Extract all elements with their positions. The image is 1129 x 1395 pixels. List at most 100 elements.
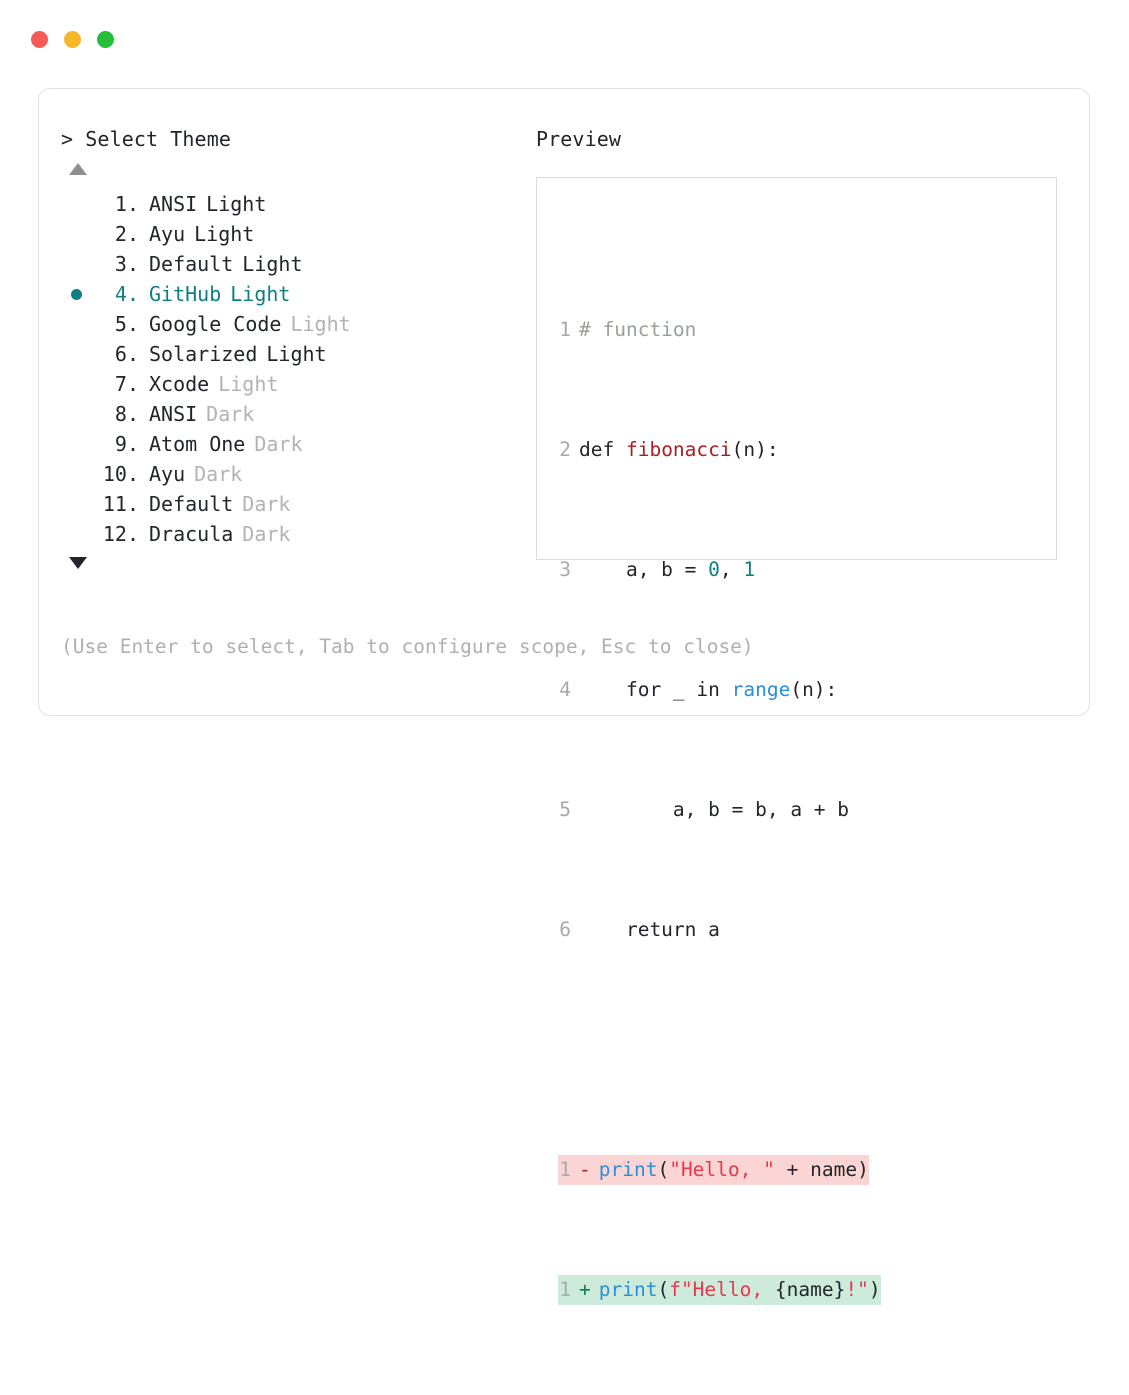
theme-item-name: ANSI	[149, 402, 198, 426]
selected-bullet-icon	[70, 288, 82, 300]
theme-list-item[interactable]: 7. Xcode Light	[61, 369, 531, 399]
code-number: 1	[743, 558, 756, 581]
preview-panel-header: Preview	[536, 125, 1066, 153]
theme-item-variant: Dark	[206, 402, 255, 426]
code-string: !"	[845, 1278, 869, 1301]
theme-item-variant: Light	[242, 252, 303, 276]
theme-item-index: 8.	[114, 402, 139, 426]
close-window-button[interactable]	[31, 31, 48, 48]
line-number: 1	[559, 1278, 571, 1301]
code-function-call: print	[598, 1278, 658, 1301]
theme-item-name: Xcode	[149, 372, 210, 396]
theme-item-name: ANSI	[149, 192, 198, 216]
theme-list-item[interactable]: 8. ANSI Dark	[61, 399, 531, 429]
code-line-6: 6 return a	[558, 915, 881, 945]
code-function-call: print	[598, 1158, 658, 1181]
code-text: (	[657, 1278, 670, 1301]
diff-plus-sign: +	[579, 1278, 591, 1301]
theme-item-index: 3.	[114, 252, 139, 276]
theme-item-name: Solarized	[149, 342, 258, 366]
code-string: f"Hello,	[669, 1278, 775, 1301]
code-string: "Hello, "	[669, 1158, 775, 1181]
line-number: 4	[559, 678, 571, 701]
theme-item-variant: Light	[266, 342, 327, 366]
theme-item-index: 4.	[114, 282, 139, 306]
theme-list-item[interactable]: 12. Dracula Dark	[61, 519, 531, 549]
diff-minus-sign: -	[579, 1158, 591, 1181]
code-text: return a	[579, 918, 720, 941]
code-text: for _ in	[579, 678, 732, 701]
code-text: (	[657, 1158, 670, 1181]
theme-item-index: 9.	[114, 432, 139, 456]
triangle-down-icon[interactable]	[69, 557, 87, 569]
theme-item-name: Default	[149, 492, 234, 516]
code-blank-line	[558, 1035, 881, 1065]
theme-item-name: Atom One	[149, 432, 246, 456]
theme-list-item[interactable]: 6. Solarized Light	[61, 339, 531, 369]
code-builtin: range	[731, 678, 791, 701]
code-line-5: 5 a, b = b, a + b	[558, 795, 881, 825]
line-number: 1	[559, 1158, 571, 1181]
theme-item-variant: Dark	[242, 522, 291, 546]
code-text: ,	[719, 558, 744, 581]
theme-item-name: GitHub	[149, 282, 222, 306]
code-text: )	[857, 1158, 869, 1181]
line-number: 5	[559, 798, 571, 821]
theme-item-variant: Light	[290, 312, 351, 336]
code-line-3: 3 a, b = 0, 1	[558, 555, 881, 585]
theme-item-name: Dracula	[149, 522, 234, 546]
code-text: (n):	[731, 438, 779, 461]
code-fstring-expression: {name}	[774, 1278, 846, 1301]
code-line-2: 2 def fibonacci(n):	[558, 435, 881, 465]
theme-item-variant: Light	[230, 282, 291, 306]
select-theme-prompt: > Select Theme	[61, 127, 231, 151]
code-function-name: fibonacci	[625, 438, 732, 461]
theme-item-variant: Light	[218, 372, 279, 396]
theme-item-index: 10.	[102, 462, 139, 486]
preview-title: Preview	[536, 127, 621, 151]
line-number: 3	[559, 558, 571, 581]
theme-item-index: 6.	[114, 342, 139, 366]
code-line-1: 1# function	[558, 315, 881, 345]
theme-item-index: 12.	[102, 522, 139, 546]
theme-item-index: 1.	[114, 192, 139, 216]
theme-item-variant: Light	[194, 222, 255, 246]
line-number: 2	[559, 438, 571, 461]
theme-item-index: 11.	[102, 492, 139, 516]
maximize-window-button[interactable]	[97, 31, 114, 48]
theme-item-variant: Light	[206, 192, 267, 216]
theme-item-name: Google Code	[149, 312, 282, 336]
code-keyword: def	[579, 438, 626, 461]
line-number: 6	[559, 918, 571, 941]
theme-item-index: 7.	[114, 372, 139, 396]
keyboard-hint: (Use Enter to select, Tab to configure s…	[61, 635, 754, 658]
theme-list-item[interactable]: 3. Default Light	[61, 249, 531, 279]
theme-list-item[interactable]: 9. Atom One Dark	[61, 429, 531, 459]
theme-item-variant: Dark	[194, 462, 243, 486]
code-text: a, b =	[579, 558, 709, 581]
minimize-window-button[interactable]	[64, 31, 81, 48]
theme-list-item[interactable]: 4. GitHub Light	[61, 279, 531, 309]
diff-removed-line: 1-print("Hello, " + name)	[558, 1155, 869, 1185]
code-text: + name	[774, 1158, 858, 1181]
theme-list-item[interactable]: 1. ANSI Light	[61, 189, 531, 219]
theme-list-item[interactable]: 11. Default Dark	[61, 489, 531, 519]
code-text: )	[868, 1278, 881, 1301]
theme-item-variant: Dark	[242, 492, 291, 516]
triangle-up-icon[interactable]	[69, 163, 87, 175]
code-text: a, b = b, a + b	[579, 798, 850, 821]
code-comment: # function	[579, 318, 697, 341]
diff-added-line: 1 + print(f"Hello, {name}!")	[558, 1275, 881, 1305]
theme-item-name: Default	[149, 252, 234, 276]
selection-bullet-slot	[61, 288, 91, 300]
theme-item-variant: Dark	[254, 432, 303, 456]
code-number: 0	[708, 558, 720, 581]
